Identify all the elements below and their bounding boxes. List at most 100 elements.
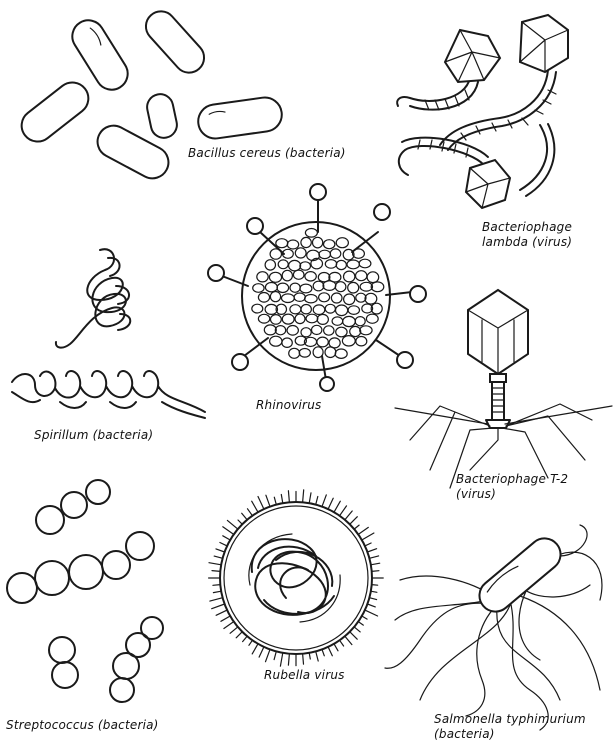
envelope-spike bbox=[345, 636, 352, 644]
envelope-spike bbox=[259, 647, 264, 657]
envelope-spike bbox=[371, 563, 380, 565]
envelope-spike bbox=[212, 604, 225, 609]
capsid-unit bbox=[317, 314, 328, 324]
envelope-spike bbox=[369, 556, 378, 558]
capsid-unit bbox=[348, 306, 359, 315]
capsid-unit bbox=[343, 316, 356, 326]
capsid-unit bbox=[301, 237, 311, 247]
capsid-unit bbox=[270, 336, 282, 346]
capsid-unit bbox=[347, 260, 359, 269]
capsid-unit bbox=[313, 347, 323, 358]
envelope-spike bbox=[334, 501, 340, 512]
capsid-unit bbox=[306, 314, 318, 323]
capsid-unit bbox=[366, 314, 378, 323]
capsid-unit bbox=[344, 271, 355, 282]
bacteriophage-t2-drawing bbox=[395, 290, 612, 488]
envelope-spike bbox=[242, 513, 247, 520]
capsid-unit bbox=[313, 305, 325, 315]
envelope-spike bbox=[328, 647, 332, 656]
streptococcus-label: Streptococcus (bacteria) bbox=[6, 718, 159, 733]
envelope-spike bbox=[340, 506, 347, 516]
envelope-spike bbox=[230, 627, 238, 633]
envelope-spike bbox=[358, 527, 368, 534]
envelope-spike bbox=[274, 497, 276, 504]
capsid-unit bbox=[294, 293, 305, 301]
envelope-spike bbox=[365, 543, 371, 546]
envelope-spike bbox=[303, 490, 304, 503]
capsid-unit bbox=[336, 327, 347, 337]
capsid-unit bbox=[330, 249, 341, 258]
bacteriophage-lambda-label-line1: Bacteriophage bbox=[482, 220, 572, 235]
capsid-unit bbox=[287, 240, 298, 249]
envelope-spike bbox=[216, 549, 225, 552]
capsid-unit bbox=[336, 238, 348, 248]
capsid-unit bbox=[299, 349, 310, 358]
envelope-spike bbox=[369, 598, 376, 600]
envelope-spike bbox=[258, 497, 264, 510]
envelope-spike bbox=[328, 498, 333, 509]
capsid-unit bbox=[350, 326, 361, 336]
capsid-unit bbox=[270, 292, 280, 302]
rhinovirus-label: Rhinovirus bbox=[256, 398, 321, 413]
capsid-unit bbox=[356, 293, 366, 302]
capsid-unit bbox=[325, 260, 336, 269]
capsid-unit bbox=[336, 305, 348, 316]
capsid-unit bbox=[264, 325, 276, 335]
envelope-spike bbox=[350, 517, 358, 525]
envelope-spike bbox=[334, 644, 338, 651]
capsid-unit bbox=[295, 248, 306, 258]
capsid-unit bbox=[356, 271, 367, 281]
capsid-unit bbox=[324, 240, 335, 249]
capsid-unit bbox=[252, 304, 263, 313]
envelope-spike bbox=[220, 543, 227, 546]
envelope-spike bbox=[309, 493, 311, 503]
envelope-spike bbox=[288, 654, 289, 666]
envelope-spike bbox=[274, 651, 276, 659]
envelope-spike bbox=[236, 632, 242, 638]
capsid-unit bbox=[313, 281, 324, 291]
capsid-unit bbox=[317, 337, 328, 347]
salmonella-typhimurium-label-line1: Salmonella typhimurium bbox=[434, 712, 586, 727]
capsid-unit bbox=[282, 314, 294, 324]
capsid-unit bbox=[270, 249, 281, 259]
envelope-spike bbox=[350, 632, 358, 640]
capsid-unit bbox=[282, 338, 292, 347]
envelope-spike bbox=[316, 497, 318, 505]
capsid-unit bbox=[342, 336, 355, 346]
capsid-unit bbox=[301, 305, 311, 314]
capsid-unit bbox=[277, 283, 289, 292]
capsid-unit bbox=[325, 304, 335, 313]
spirillum-drawing bbox=[12, 249, 205, 418]
envelope-spike bbox=[303, 654, 304, 665]
capsid-unit bbox=[287, 326, 298, 336]
capsid-unit bbox=[324, 326, 334, 335]
rhinovirus-drawing bbox=[208, 184, 426, 391]
envelope-spike bbox=[322, 495, 326, 507]
capsid-unit bbox=[348, 282, 359, 293]
capsid-unit bbox=[312, 325, 322, 334]
capsid-unit bbox=[359, 259, 371, 268]
capsid-unit bbox=[282, 294, 295, 303]
capsid-unit bbox=[335, 349, 347, 358]
envelope-spike bbox=[223, 536, 230, 540]
bacteriophage-lambda-drawing bbox=[397, 15, 568, 208]
capsid-unit bbox=[282, 270, 292, 281]
envelope-spike bbox=[288, 491, 289, 503]
envelope-spike bbox=[248, 509, 253, 516]
envelope-spike bbox=[266, 649, 271, 661]
capsid-unit bbox=[301, 328, 311, 337]
capsid-unit bbox=[289, 260, 301, 270]
envelope-spike bbox=[213, 591, 221, 592]
spirillum-label: Spirillum (bacteria) bbox=[34, 428, 153, 443]
capsid-unit bbox=[305, 295, 318, 303]
capsid-unit bbox=[271, 315, 282, 325]
capsid-unit bbox=[295, 314, 305, 324]
bacillus-cereus-label: Bacillus cereus (bacteria) bbox=[188, 146, 346, 161]
capsid-unit bbox=[257, 272, 268, 282]
envelope-spike bbox=[367, 604, 375, 607]
capsid-unit bbox=[365, 293, 377, 304]
envelope-spike bbox=[243, 636, 248, 641]
salmonella-typhimurium-drawing bbox=[385, 525, 602, 730]
envelope-spike bbox=[372, 571, 379, 572]
